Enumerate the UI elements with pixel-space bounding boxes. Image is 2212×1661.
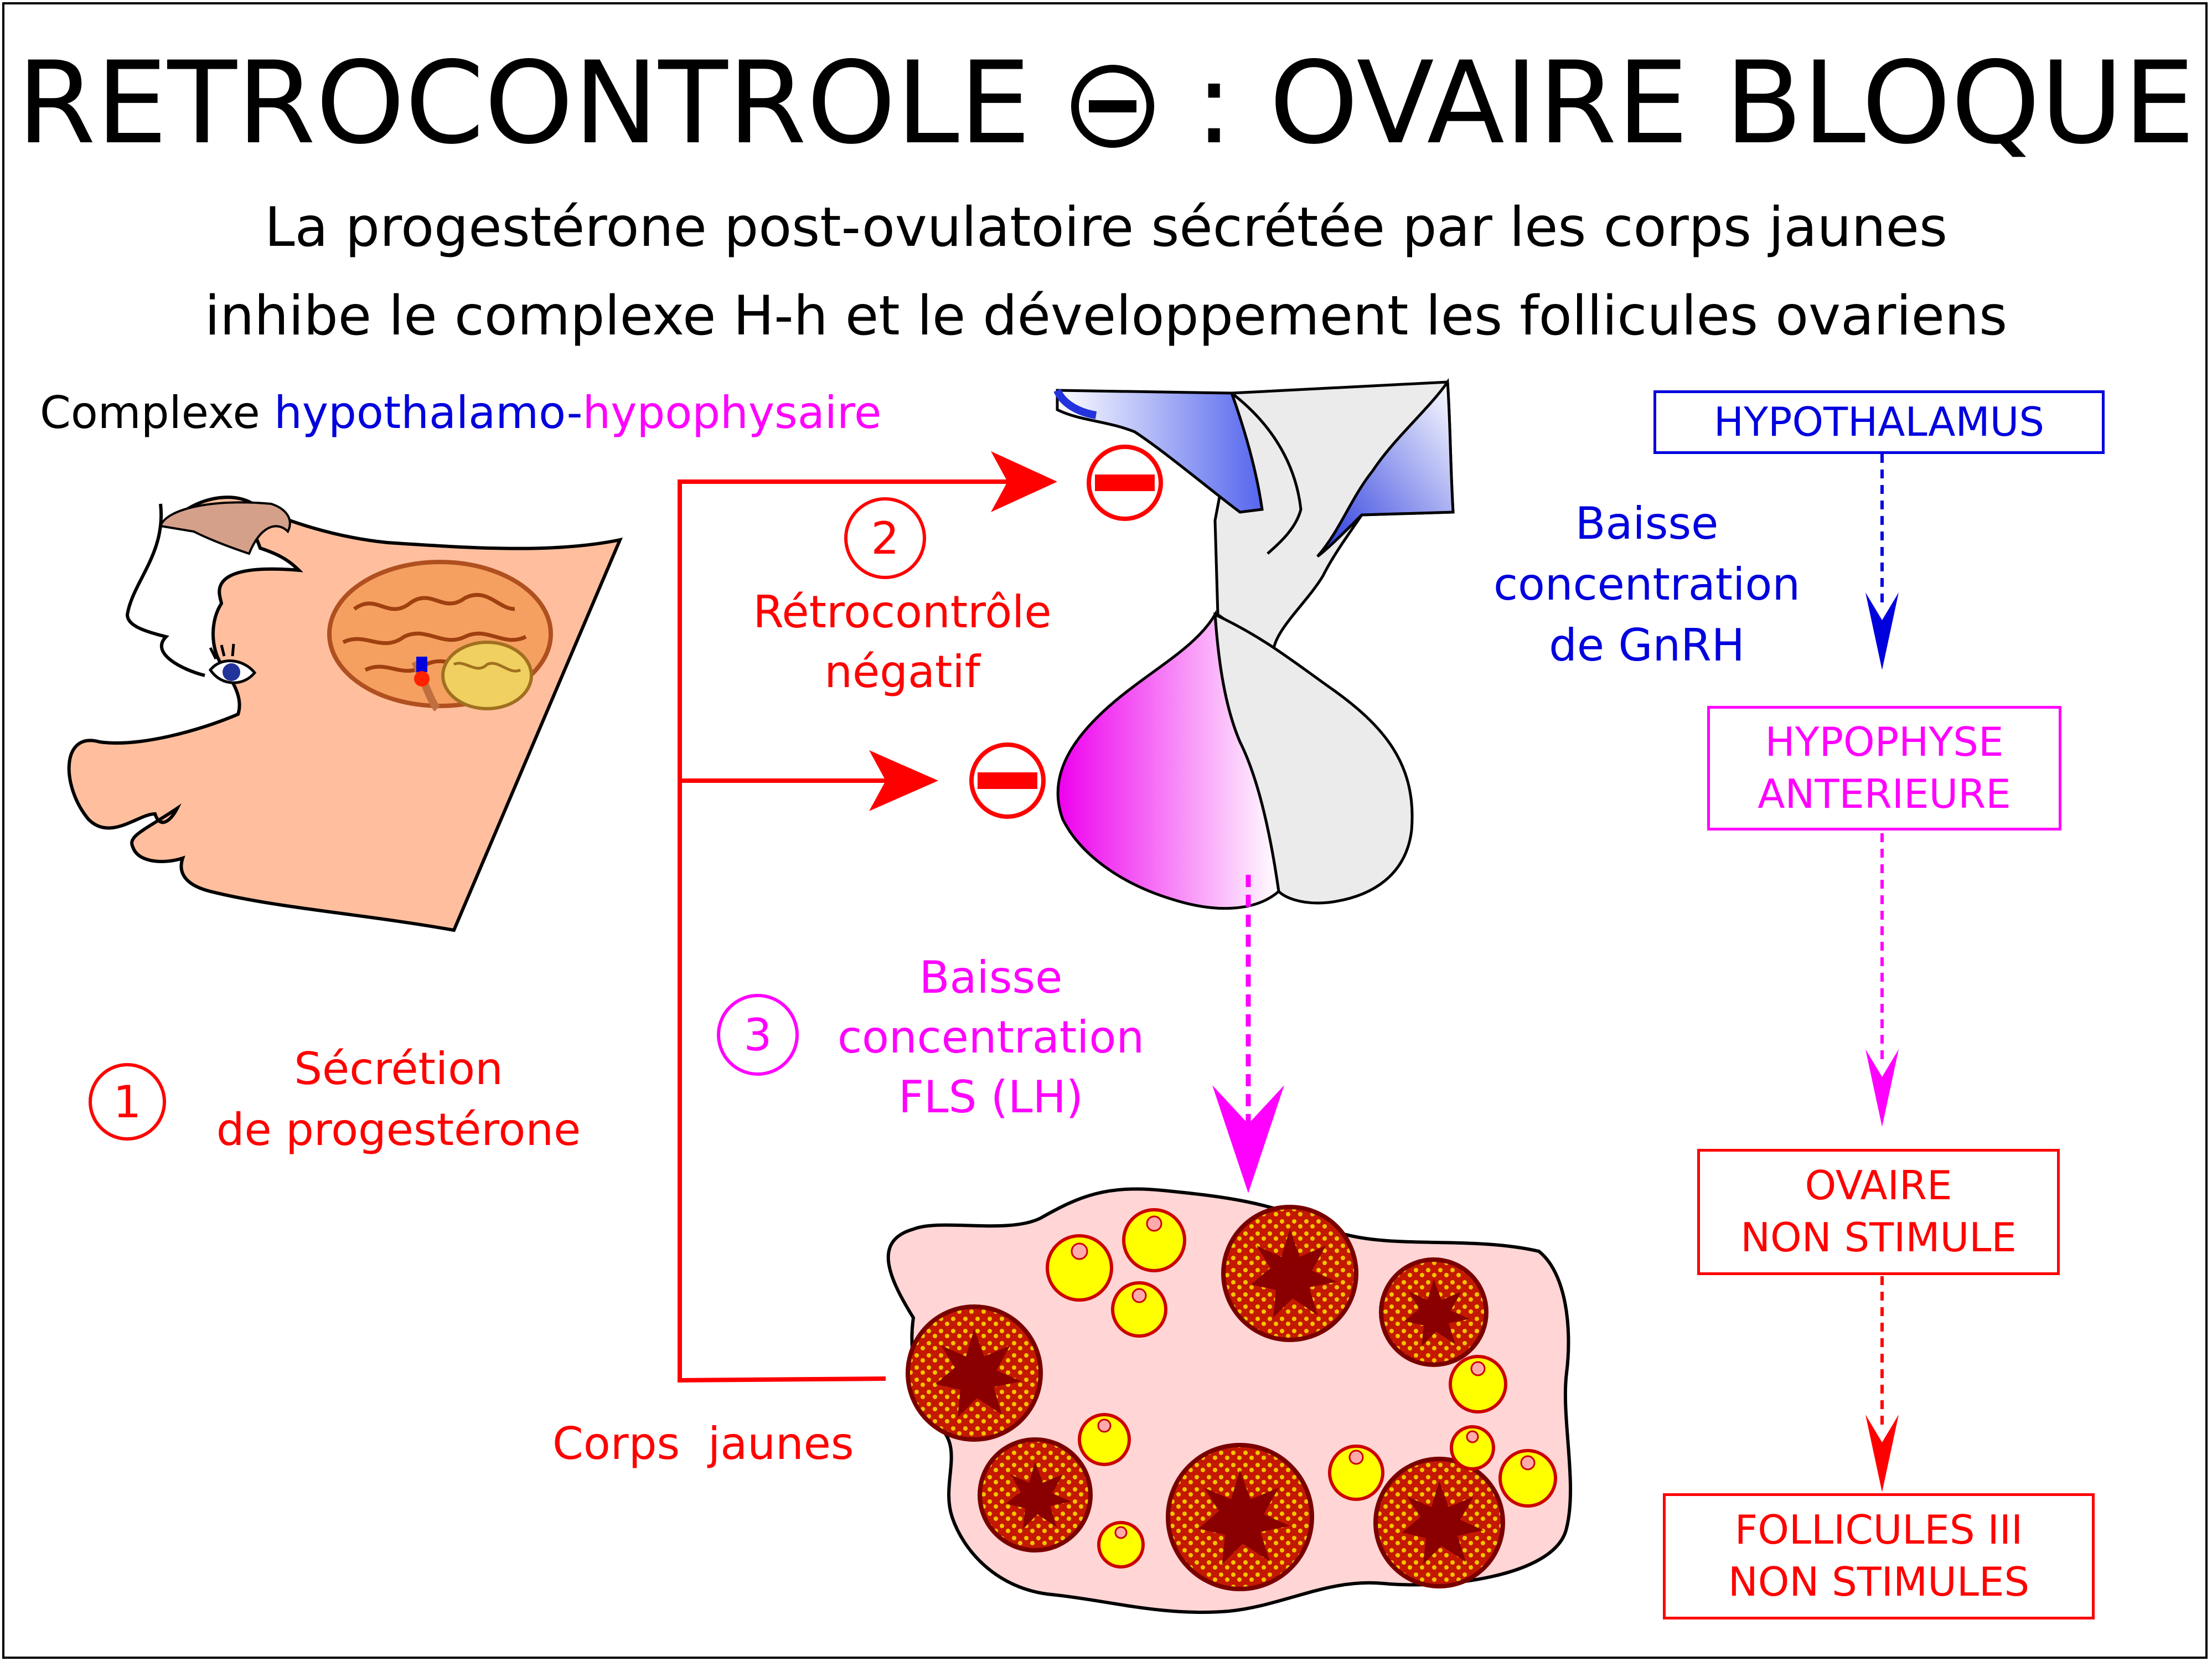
gnrh-label-line-2: concentration: [1493, 559, 1801, 610]
corpus-luteum-6: [1373, 1457, 1505, 1588]
box-hypothalamus: HYPOTHALAMUS: [1653, 390, 2105, 454]
subtitle-line-1: La progestérone post-ovulatoire sécrétée…: [264, 196, 1948, 259]
box-hypophyse-line-1: HYPOPHYSE: [1765, 718, 2004, 765]
step-1-line-1: Sécrétion: [294, 1043, 503, 1095]
head-profile-icon: [67, 496, 623, 932]
corpus-luteum-4: [978, 1437, 1093, 1552]
box-ovaire-line-2: NON STIMULE: [1740, 1214, 2017, 1261]
step-2-line-1: Rétrocontrôle: [753, 586, 1052, 638]
step-3-line-1: Baisse: [919, 952, 1063, 1003]
step-3-line-3: FLS (LH): [898, 1071, 1083, 1123]
corpus-luteum-5: [1166, 1443, 1314, 1591]
box-follicules-line-2: NON STIMULES: [1728, 1559, 2030, 1605]
ovary-icon: [886, 1187, 1572, 1614]
corps-jaunes-label: Corps jaunes: [552, 1418, 854, 1469]
box-follicules: FOLLICULES III NON STIMULES: [1663, 1493, 2095, 1619]
feedback-path: [678, 451, 1057, 1383]
step-1-line-2: de progestérone: [216, 1104, 581, 1156]
arrow-head-right-icon: [869, 750, 938, 811]
complex-label: Complexe hypothalamo-hypophysaire: [40, 388, 881, 439]
complex-label-prefix: Complexe: [40, 387, 275, 439]
box-follicules-line-1: FOLLICULES III: [1734, 1507, 2023, 1554]
step-2-number: 2: [844, 497, 926, 579]
minus-circle-icon: [1087, 445, 1163, 521]
title-right: : OVAIRE BLOQUE: [1195, 38, 2195, 169]
minus-circle-icon: [969, 742, 1046, 819]
follicle-group: [1046, 1208, 1557, 1569]
complex-label-hypophysaire: hypophysaire: [582, 387, 882, 439]
step-2-line-2: négatif: [824, 646, 980, 698]
step-3-number: 3: [717, 994, 799, 1076]
flow-arrow-3: [1865, 1276, 1899, 1492]
fsh-lh-arrow: [1212, 875, 1284, 1193]
flow-arrow-2: [1865, 833, 1899, 1127]
brain-icon: [327, 560, 553, 711]
pituitary-gland-icon: [1053, 378, 1455, 910]
minus-circle-icon: [1071, 65, 1155, 148]
gnrh-label-line-3: de GnRH: [1549, 620, 1745, 671]
subtitle-line-2: inhibe le complexe H-h et le développeme…: [204, 285, 2008, 348]
corpus-luteum-2: [1221, 1205, 1358, 1342]
box-ovaire-line-1: OVAIRE: [1805, 1162, 1952, 1209]
corpus-luteum-1: [906, 1304, 1043, 1442]
box-hypothalamus-line-1: HYPOTHALAMUS: [1713, 398, 2045, 445]
step-1-number: 1: [89, 1063, 166, 1141]
box-ovaire: OVAIRE NON STIMULE: [1697, 1149, 2060, 1275]
complex-label-hypothalamo: hypothalamo-: [274, 387, 583, 439]
page-title: RETROCONTROLE : OVAIRE BLOQUE: [0, 38, 2212, 169]
arrow-head-right-icon: [991, 451, 1057, 512]
corpus-luteum-3: [1379, 1257, 1489, 1367]
title-left: RETROCONTROLE: [17, 38, 1031, 169]
gnrh-label-line-1: Baisse: [1575, 498, 1719, 549]
box-hypophyse: HYPOPHYSE ANTERIEURE: [1707, 706, 2061, 830]
step-3-line-2: concentration: [837, 1012, 1145, 1063]
box-hypophyse-line-2: ANTERIEURE: [1758, 770, 2011, 817]
flow-arrow-1: [1865, 454, 1899, 670]
